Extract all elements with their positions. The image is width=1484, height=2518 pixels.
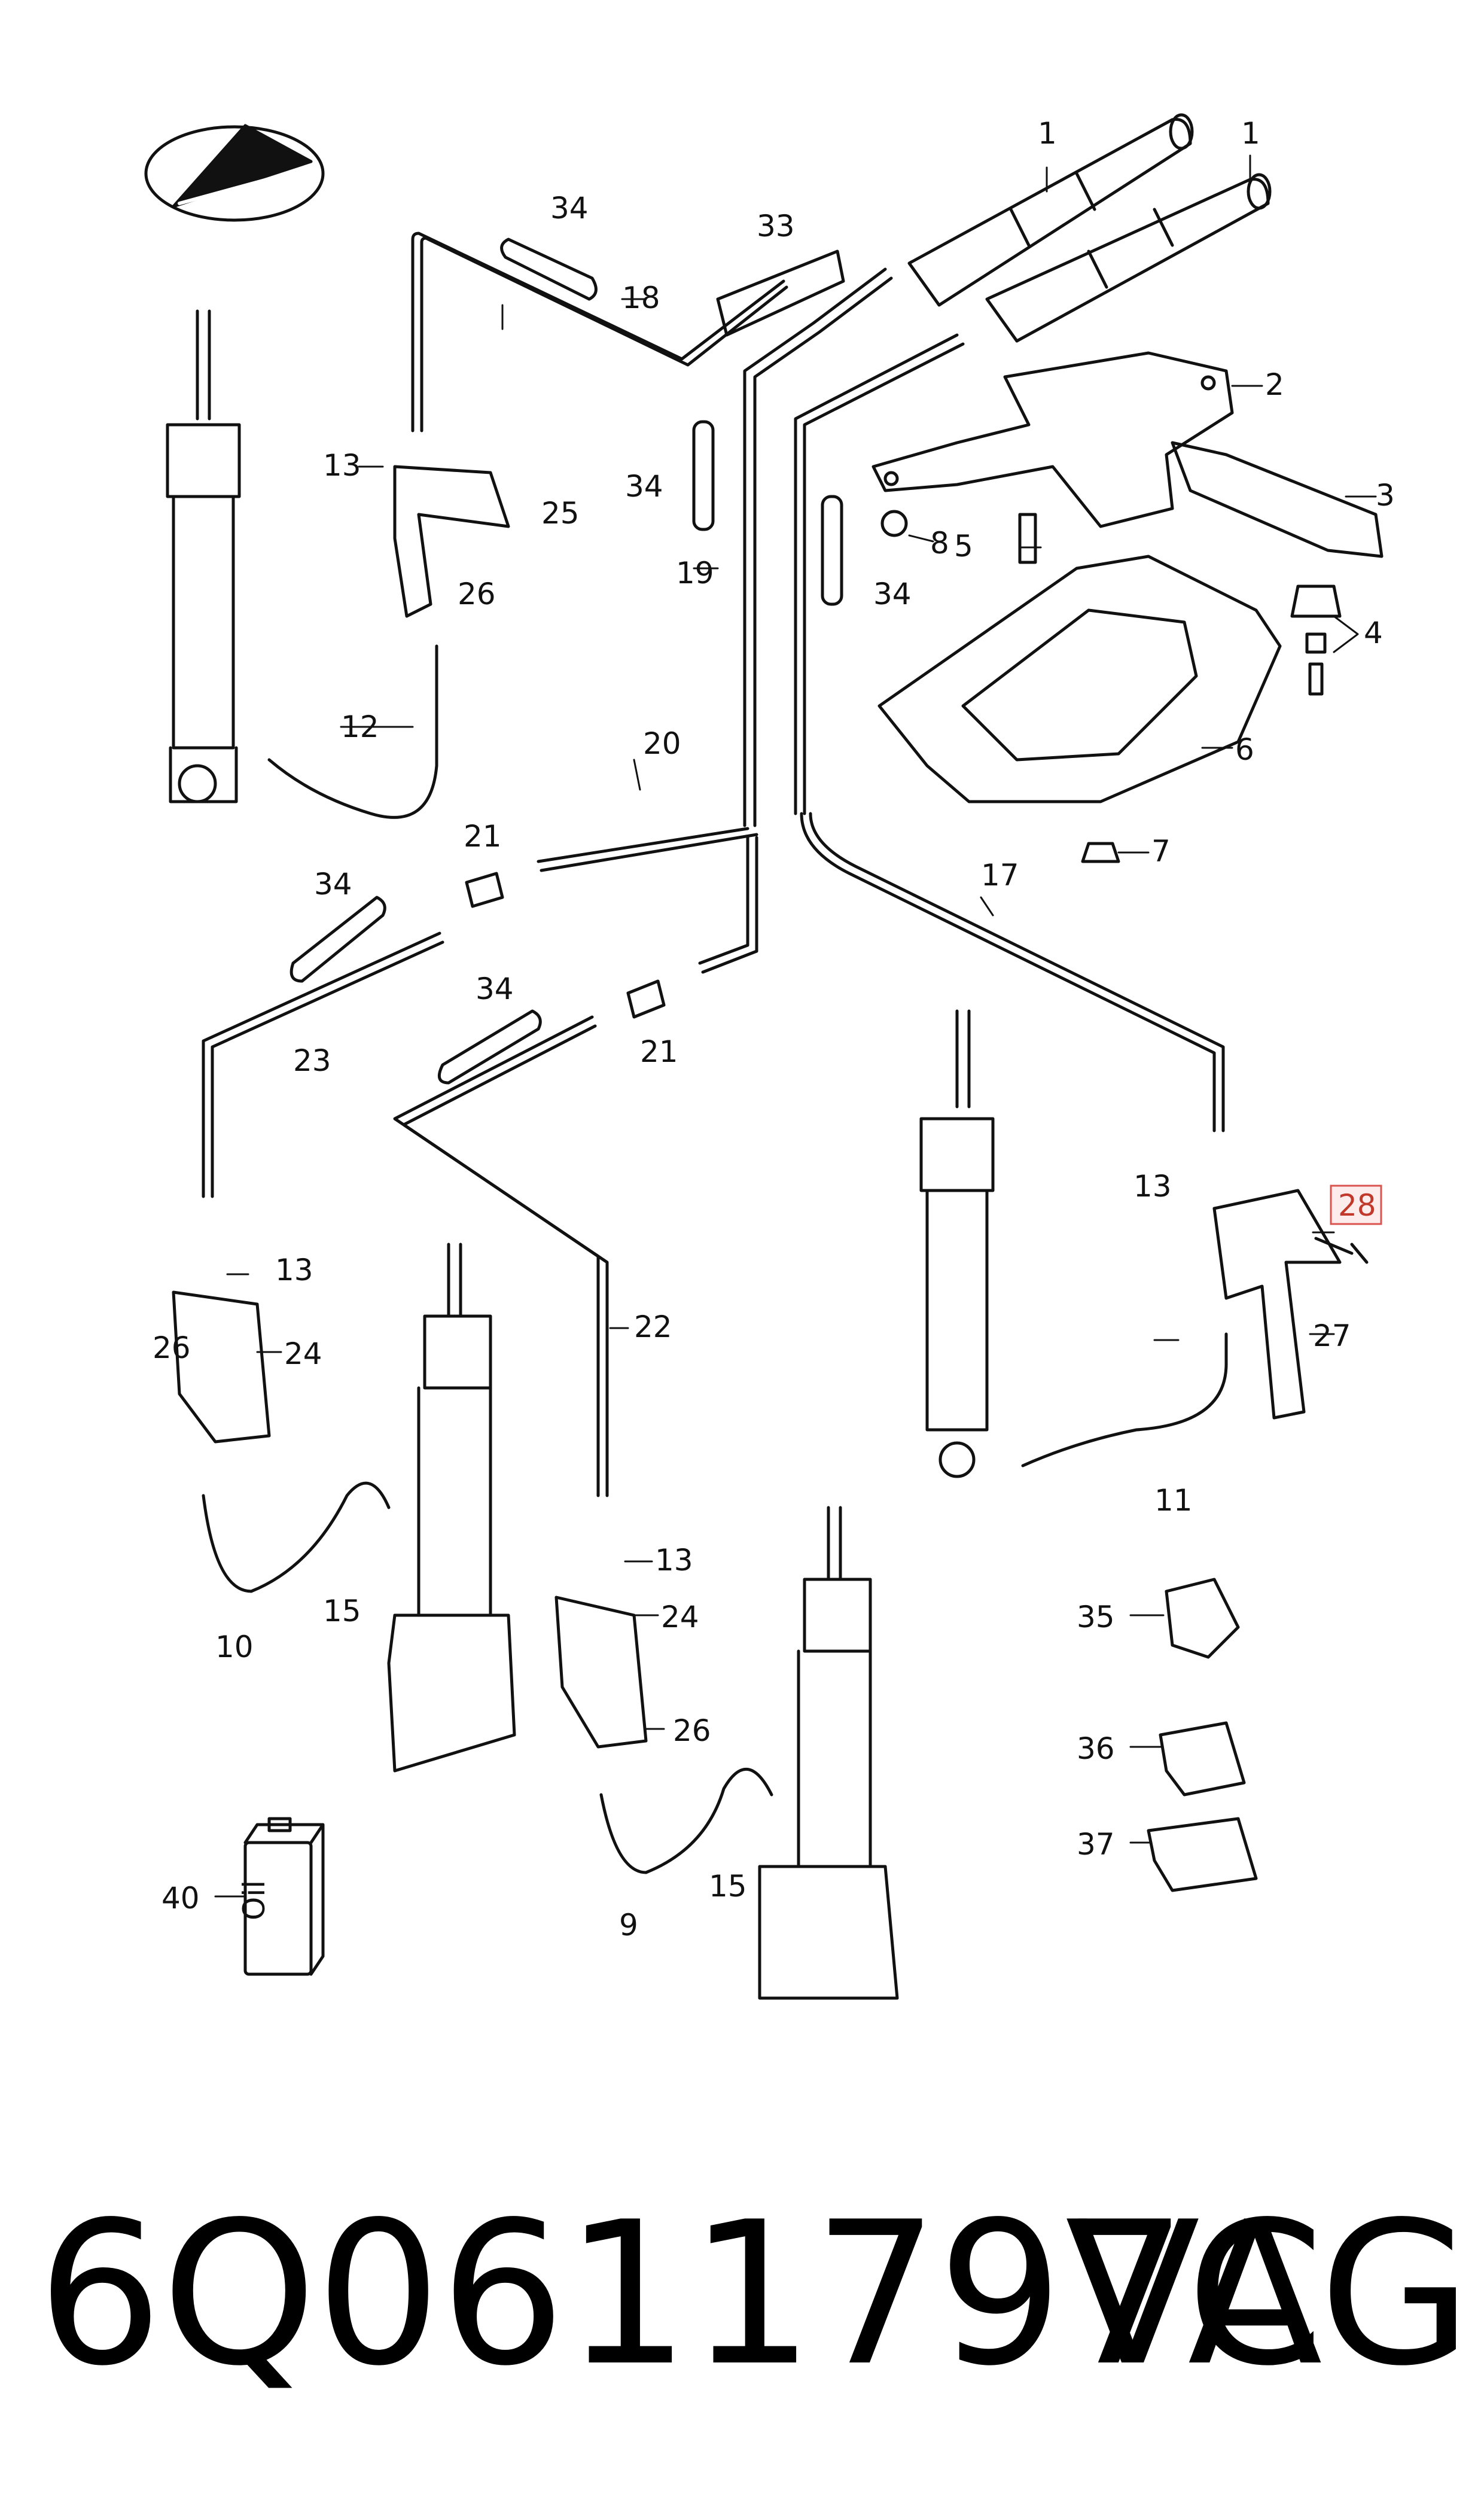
parts-diagram: Oil 1 1 2 3 4 5 6 7 8 9 10 11 12 13 13 1…	[144, 113, 1395, 2000]
callout-4: 4	[1364, 616, 1383, 650]
bolt-28	[1314, 1237, 1369, 1264]
callout-7: 7	[1151, 834, 1171, 869]
callout-24a: 24	[284, 1336, 322, 1371]
oil-label: Oil	[237, 1880, 272, 1920]
clip-37	[1147, 1817, 1258, 1892]
callout-13d: 13	[655, 1543, 693, 1578]
protective-sleeve-34-c	[821, 495, 843, 606]
callout-9: 9	[619, 1908, 638, 1942]
bracket-27	[1212, 1189, 1342, 1420]
callout-26b: 26	[153, 1330, 191, 1365]
callout-26a: 26	[458, 577, 496, 611]
callout-21b: 21	[640, 1034, 678, 1069]
callout-1a: 1	[1038, 116, 1057, 151]
connector-21-a	[465, 872, 504, 908]
callout-3: 3	[1376, 478, 1395, 513]
callout-33: 33	[757, 209, 795, 243]
callout-labels: 1 1 2 3 4 5 6 7 8 9 10 11 12 13 13 13 13…	[153, 116, 1395, 1942]
leader-lines	[214, 154, 1377, 1898]
clip-35	[1165, 1578, 1240, 1659]
brake-hose-11	[1021, 1332, 1228, 1467]
connector-21-b	[626, 979, 666, 1019]
bracket-24-b	[554, 1596, 648, 1749]
bolt-7	[1081, 842, 1120, 863]
callout-34b: 34	[625, 469, 663, 504]
callout-40: 40	[161, 1881, 200, 1916]
callout-15b: 15	[709, 1869, 747, 1904]
callout-37: 37	[1077, 1827, 1115, 1862]
callout-34e: 34	[476, 972, 514, 1006]
callout-13b: 13	[1133, 1169, 1172, 1204]
protective-sleeve-34-b	[692, 420, 715, 531]
brand-name: VAG	[1065, 2179, 1472, 2409]
protective-sleeve-34-d	[290, 896, 386, 983]
callout-19: 19	[676, 556, 714, 590]
protective-sleeve-34-a	[500, 238, 598, 301]
callout-25: 25	[541, 496, 580, 531]
callout-27: 27	[1313, 1319, 1351, 1353]
shock-absorber-rear-right	[919, 1009, 995, 1478]
brake-hose-12	[267, 644, 438, 819]
protective-sleeve-34-e	[437, 1009, 542, 1085]
callout-23: 23	[293, 1043, 331, 1078]
accumulator-right	[985, 173, 1272, 343]
callout-18: 18	[622, 281, 660, 315]
callout-35: 35	[1077, 1600, 1115, 1634]
protective-sleeve-33	[716, 249, 845, 337]
rubber-mount-4	[1290, 584, 1342, 696]
clip-36	[1159, 1721, 1246, 1797]
callout-10: 10	[215, 1630, 254, 1664]
callout-26c: 26	[673, 1713, 711, 1748]
highlight-box-28	[1330, 1185, 1382, 1225]
bolt-5	[1018, 513, 1037, 564]
strut-front-left	[387, 1243, 516, 1773]
callout-2: 2	[1265, 367, 1284, 402]
callout-34d: 34	[314, 867, 352, 902]
oil-bottle-icon	[243, 1817, 325, 1976]
shock-absorber-rear-left	[166, 309, 241, 803]
underbody-cover	[877, 555, 1282, 803]
callout-36: 36	[1077, 1731, 1115, 1766]
callout-13c: 13	[275, 1253, 313, 1287]
washer-8	[880, 510, 908, 537]
callout-8: 8	[930, 526, 949, 561]
strut-front-right	[758, 1506, 899, 2000]
orientation-compass-icon	[144, 124, 325, 222]
callout-11: 11	[1154, 1483, 1193, 1518]
callout-28: 28	[1338, 1188, 1376, 1223]
bracket-plate	[871, 351, 1234, 528]
mounting-strip	[1171, 441, 1384, 558]
brake-lines	[202, 232, 1225, 1497]
bracket-24-a	[172, 1290, 271, 1444]
accumulator-left	[907, 113, 1194, 307]
bracket-25	[393, 465, 510, 618]
callout-5: 5	[954, 529, 973, 564]
callout-15a: 15	[323, 1594, 361, 1628]
callout-13a: 13	[323, 448, 361, 483]
callout-22: 22	[634, 1310, 672, 1344]
callout-24b: 24	[661, 1600, 699, 1634]
callout-21a: 21	[464, 819, 502, 854]
callout-20: 20	[643, 726, 681, 761]
callout-34c: 34	[873, 577, 912, 611]
callout-12: 12	[341, 710, 379, 744]
callout-6: 6	[1235, 732, 1254, 767]
part-number: 6Q0611797C	[37, 2179, 1324, 2409]
brake-hose-9	[599, 1768, 773, 1874]
callout-17: 17	[981, 858, 1019, 893]
callout-34a: 34	[550, 191, 589, 226]
callout-1b: 1	[1241, 116, 1260, 151]
brake-hose-10	[202, 1481, 391, 1593]
